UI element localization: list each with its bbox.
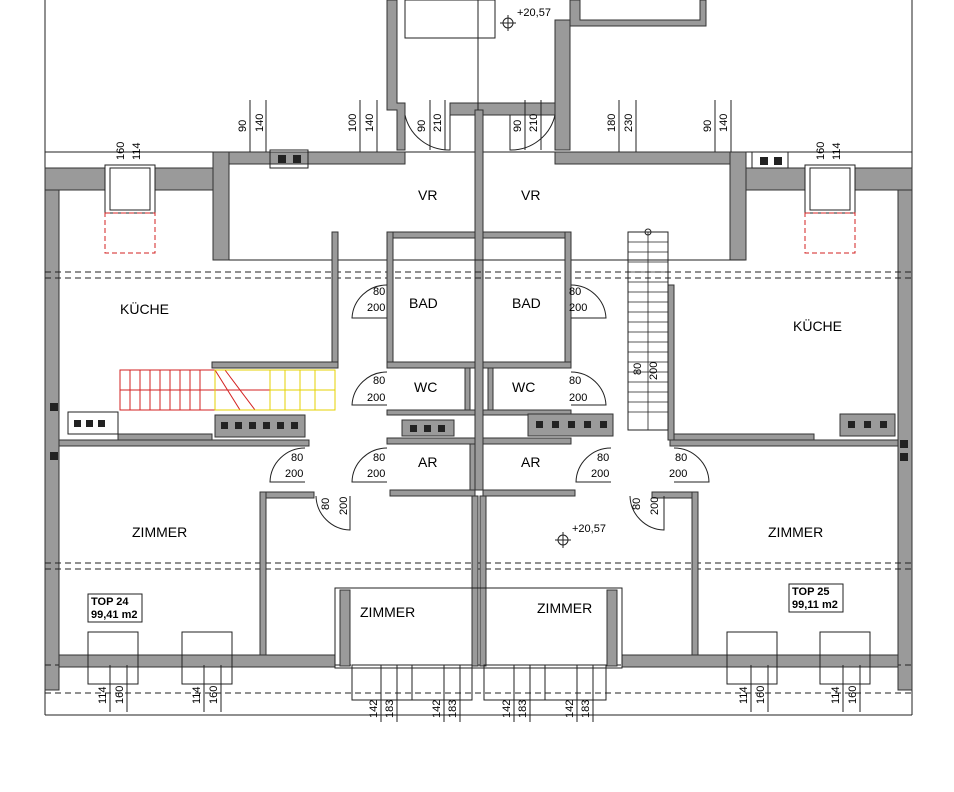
svg-text:114: 114 — [97, 686, 109, 704]
room-vr-right: VR — [521, 187, 540, 203]
top24-name: TOP 24 — [91, 596, 129, 608]
svg-text:140: 140 — [718, 114, 730, 132]
svg-text:114: 114 — [830, 686, 842, 704]
top25-name: TOP 25 — [792, 586, 830, 598]
svg-text:140: 140 — [254, 114, 266, 132]
svg-text:200: 200 — [591, 468, 609, 480]
svg-text:200: 200 — [338, 497, 350, 515]
svg-text:140: 140 — [364, 114, 376, 132]
svg-text:80: 80 — [320, 498, 332, 510]
svg-text:100: 100 — [347, 114, 359, 132]
south-wall — [58, 587, 899, 701]
svg-text:160: 160 — [208, 686, 220, 704]
svg-text:80: 80 — [373, 452, 385, 464]
top25-area: 99,11 m2 — [792, 599, 838, 611]
door-swings — [269, 114, 710, 531]
svg-text:90: 90 — [702, 120, 714, 132]
svg-text:200: 200 — [367, 392, 385, 404]
svg-text:80: 80 — [373, 375, 385, 387]
level-label-upper: +20,57 — [517, 7, 551, 19]
svg-text:80: 80 — [291, 452, 303, 464]
upper-core — [386, 0, 707, 491]
svg-text:200: 200 — [648, 362, 660, 380]
svg-text:210: 210 — [432, 114, 444, 132]
svg-text:114: 114 — [131, 142, 143, 160]
svg-text:200: 200 — [649, 497, 661, 515]
svg-text:200: 200 — [367, 468, 385, 480]
svg-text:183: 183 — [580, 700, 592, 718]
svg-text:200: 200 — [285, 468, 303, 480]
dormer-windows-north — [104, 164, 856, 254]
room-kueche-left: KÜCHE — [120, 300, 169, 317]
top24-area: 99,41 m2 — [91, 609, 137, 621]
room-wc-left: WC — [414, 379, 437, 395]
svg-text:114: 114 — [738, 686, 750, 704]
svg-text:160: 160 — [755, 686, 767, 704]
svg-text:142: 142 — [431, 700, 443, 718]
svg-text:230: 230 — [623, 114, 635, 132]
svg-text:80: 80 — [569, 375, 581, 387]
room-vr-left: VR — [418, 187, 437, 203]
svg-text:200: 200 — [569, 302, 587, 314]
room-zimmer-right: ZIMMER — [768, 524, 823, 540]
room-zimmer-center-right: ZIMMER — [537, 600, 592, 616]
svg-text:160: 160 — [847, 686, 859, 704]
svg-text:200: 200 — [569, 392, 587, 404]
room-bad-right: BAD — [512, 295, 541, 311]
level-label-center: +20,57 — [572, 523, 606, 535]
room-zimmer-left: ZIMMER — [132, 524, 187, 540]
svg-text:80: 80 — [597, 452, 609, 464]
svg-text:183: 183 — [384, 700, 396, 718]
svg-text:200: 200 — [669, 468, 687, 480]
svg-text:200: 200 — [367, 302, 385, 314]
svg-text:90: 90 — [512, 120, 524, 132]
room-ar-right: AR — [521, 454, 540, 470]
svg-text:80: 80 — [675, 452, 687, 464]
chimney-blocks — [50, 149, 908, 461]
stair-right — [627, 228, 669, 431]
room-ar-left: AR — [418, 454, 437, 470]
room-kueche-right: KÜCHE — [793, 317, 842, 334]
svg-text:114: 114 — [191, 686, 203, 704]
unit-labels: TOP 24 99,41 m2 TOP 25 99,11 m2 — [87, 583, 844, 623]
room-zimmer-center-left: ZIMMER — [360, 604, 415, 620]
svg-text:160: 160 — [115, 142, 127, 160]
door-dims: 80 200 80 200 80 200 80 200 80 200 80 20… — [285, 286, 687, 480]
stair-left — [119, 369, 336, 411]
svg-text:160: 160 — [815, 142, 827, 160]
vertical-dims: 90 140 100 140 90 210 90 210 180 230 90 … — [97, 114, 859, 718]
room-bad-left: BAD — [409, 295, 438, 311]
svg-text:80: 80 — [631, 498, 643, 510]
svg-text:160: 160 — [114, 686, 126, 704]
room-wc-right: WC — [512, 379, 535, 395]
svg-text:80: 80 — [373, 286, 385, 298]
svg-text:142: 142 — [564, 700, 576, 718]
svg-text:142: 142 — [368, 700, 380, 718]
svg-text:114: 114 — [831, 142, 843, 160]
dim-ticks — [109, 100, 861, 722]
svg-text:90: 90 — [416, 120, 428, 132]
svg-text:80: 80 — [569, 286, 581, 298]
svg-text:180: 180 — [606, 114, 618, 132]
svg-text:183: 183 — [447, 700, 459, 718]
svg-text:210: 210 — [528, 114, 540, 132]
svg-text:80: 80 — [632, 363, 644, 375]
svg-text:183: 183 — [517, 700, 529, 718]
svg-text:90: 90 — [237, 120, 249, 132]
room-labels: VR VR KÜCHE KÜCHE BAD BAD WC WC AR AR ZI… — [120, 187, 842, 620]
level-marker-upper: +20,57 — [500, 7, 551, 31]
interior-walls — [58, 231, 899, 667]
svg-text:142: 142 — [501, 700, 513, 718]
level-marker-center: +20,57 — [555, 523, 606, 548]
